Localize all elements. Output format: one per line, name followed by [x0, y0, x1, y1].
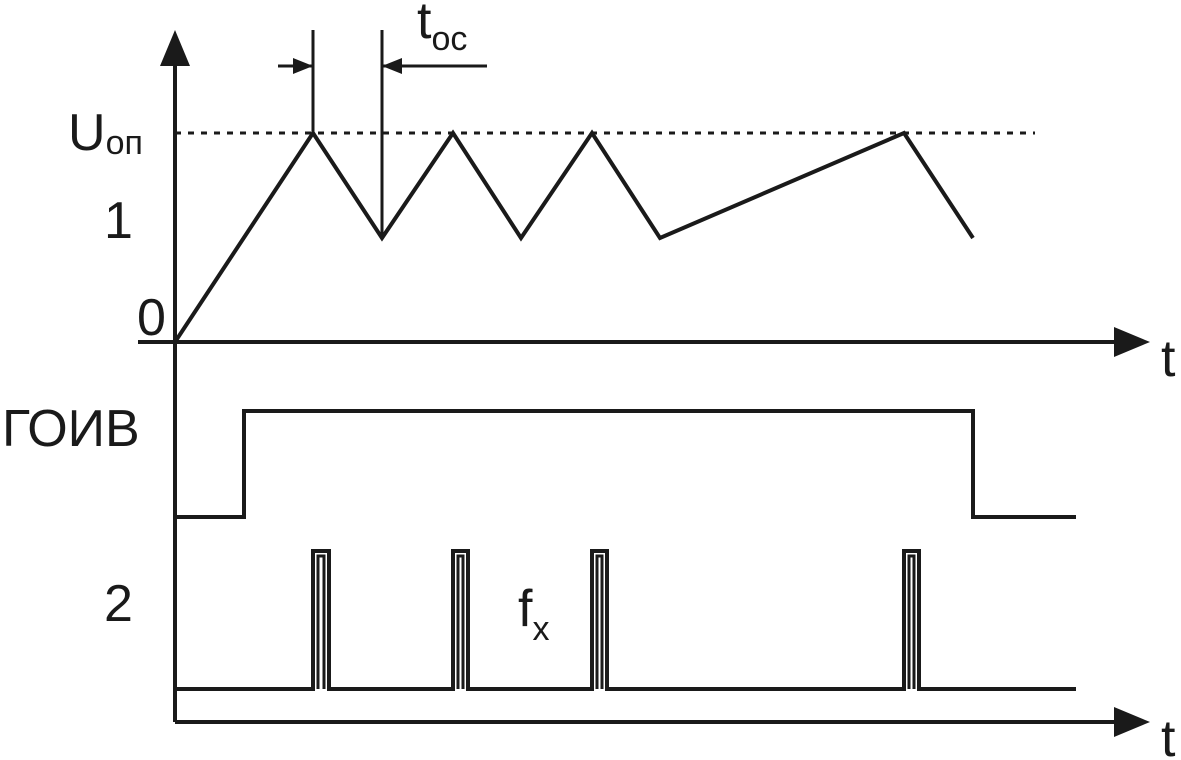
- goiv-label: ГОИВ: [2, 400, 140, 458]
- top-time-axis-arrowhead: [1114, 327, 1150, 357]
- trace-2-label: 2: [104, 575, 133, 633]
- bottom-axis-t-label: t: [1161, 710, 1176, 760]
- pulse-train-signal: [175, 549, 1076, 691]
- vertical-axis-arrowhead: [160, 30, 190, 66]
- origin-zero-label: 0: [137, 289, 166, 347]
- bottom-time-axis-arrowhead: [1114, 707, 1150, 737]
- pulse-frequency-label: fx: [518, 580, 549, 648]
- trace-1-label: 1: [104, 192, 133, 250]
- integrator-waveform: [173, 129, 975, 344]
- tos-arrowhead-left: [293, 58, 313, 74]
- reference-voltage-main: U: [68, 104, 106, 162]
- pulse-train-inner-edge: [907, 554, 916, 689]
- top-axis-t-label: t: [1161, 330, 1176, 388]
- tos-label: tос: [417, 0, 467, 58]
- pulse-train-inner-edge: [595, 554, 604, 689]
- tos-main: t: [417, 0, 432, 50]
- tos-subscript: ос: [431, 20, 467, 58]
- pulse-train-inner-edge: [316, 554, 326, 689]
- reference-voltage-label: Uоп: [68, 104, 143, 162]
- pulse-frequency-main: f: [518, 580, 533, 638]
- pulse-train-inner-edge: [456, 554, 465, 689]
- tos-arrowhead-right: [382, 58, 402, 74]
- pulse-frequency-subscript: x: [532, 610, 549, 648]
- reference-voltage-subscript: оп: [106, 124, 143, 162]
- goiv-gate-signal: [175, 409, 1076, 519]
